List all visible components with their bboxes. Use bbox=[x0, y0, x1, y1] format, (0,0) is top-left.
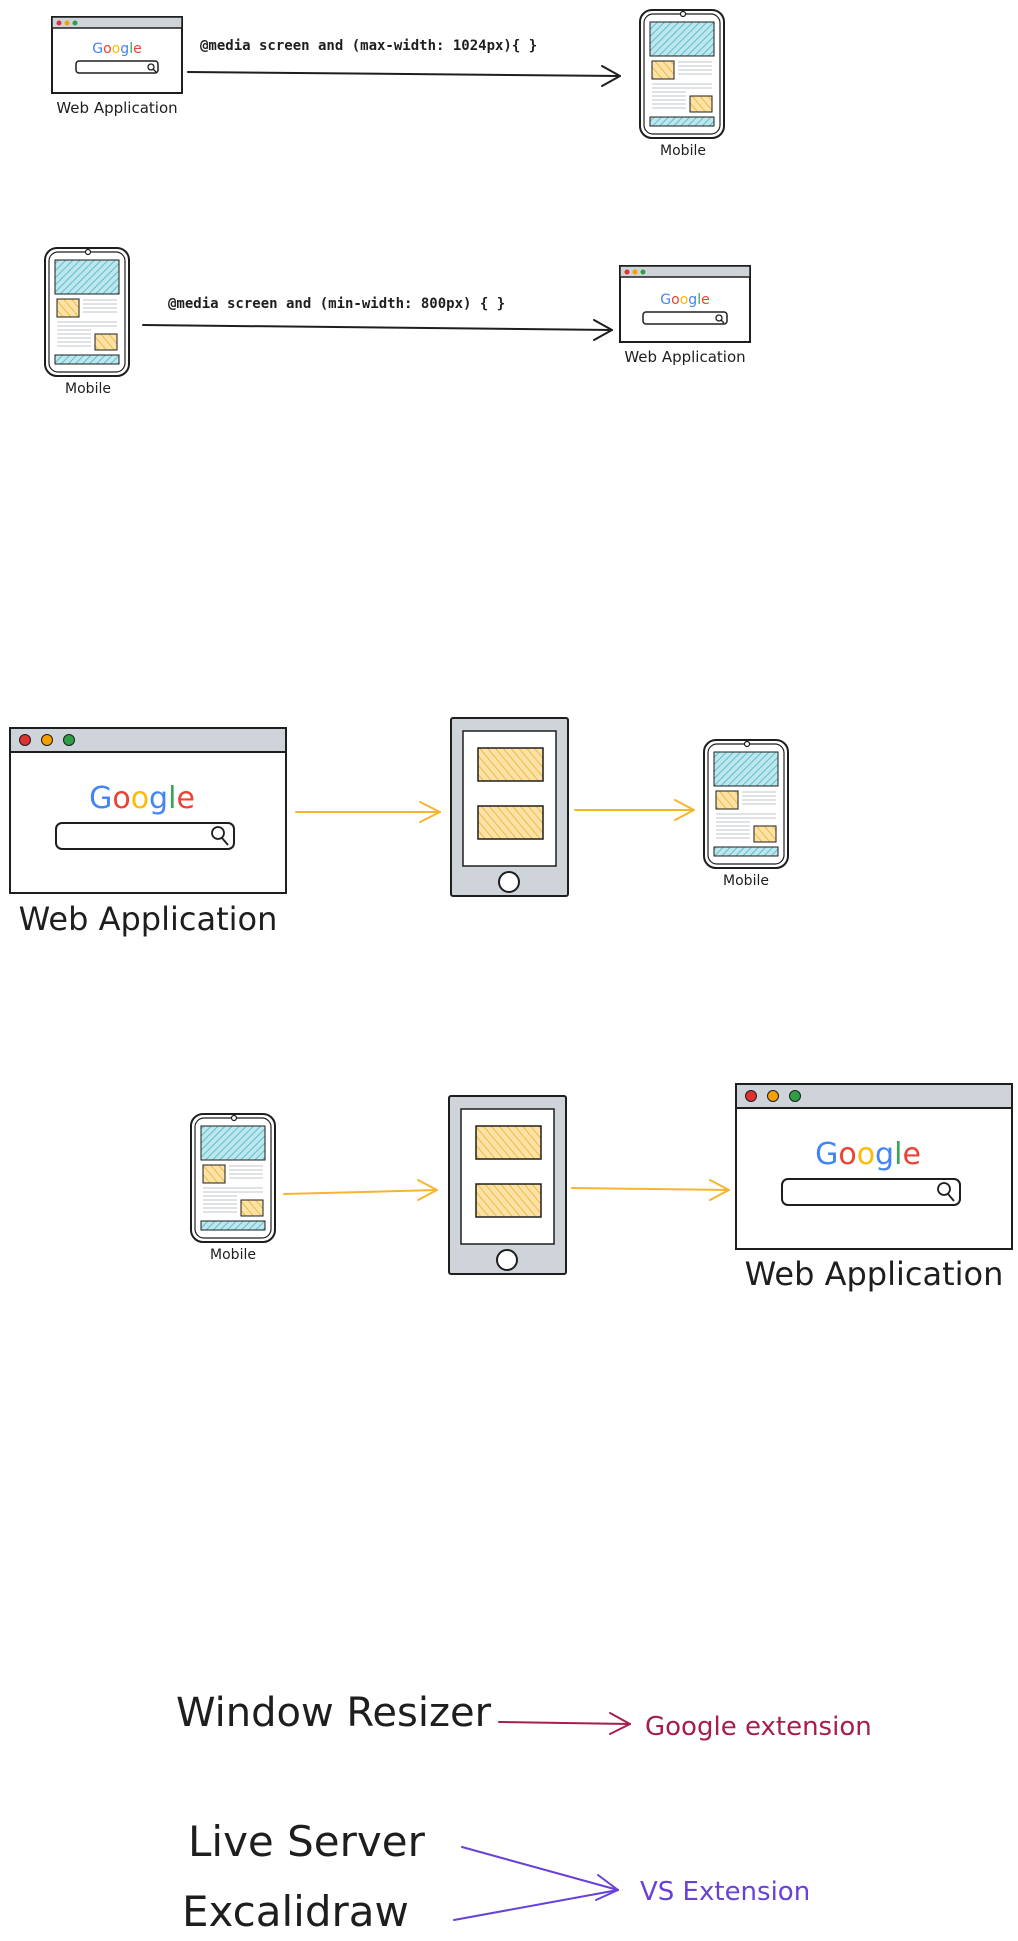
browser-window-small-1: Google bbox=[51, 16, 183, 94]
web-application-label-large: Web Application bbox=[745, 1255, 1004, 1293]
google-logo-letter: o bbox=[857, 1137, 875, 1172]
live-server-label: Live Server bbox=[188, 1817, 426, 1866]
google-logo: Google bbox=[92, 41, 141, 57]
vs-extension-label: VS Extension bbox=[640, 1877, 810, 1907]
arrow-desktop-to-mobile bbox=[187, 65, 621, 87]
arrow-resizer-to-google bbox=[498, 1712, 631, 1735]
browser-window-small-2: Google bbox=[619, 265, 751, 343]
arrow-mobile-to-desktop bbox=[142, 319, 613, 341]
web-application-label: Web Application bbox=[624, 348, 745, 366]
google-logo-letter: G bbox=[815, 1137, 838, 1172]
arrow-tablet-to-mobile bbox=[574, 799, 695, 821]
google-logo-letter: g bbox=[875, 1137, 894, 1172]
google-logo: Google bbox=[815, 1137, 921, 1172]
google-logo-letter: o bbox=[680, 292, 689, 308]
home-button-icon bbox=[496, 1249, 518, 1271]
google-logo-letter: o bbox=[838, 1137, 856, 1172]
google-extension-label: Google extension bbox=[645, 1712, 872, 1742]
excalidraw-label: Excalidraw bbox=[182, 1887, 409, 1936]
google-logo-letter: G bbox=[92, 41, 103, 57]
search-icon bbox=[715, 314, 725, 324]
tablet-device-2 bbox=[448, 1095, 567, 1275]
google-logo-letter: G bbox=[660, 292, 671, 308]
mobile-label: Mobile bbox=[660, 143, 706, 159]
close-dot-icon bbox=[745, 1090, 757, 1102]
close-dot-icon bbox=[19, 734, 31, 746]
google-logo-letter: o bbox=[103, 41, 112, 57]
google-logo-letter: o bbox=[131, 781, 149, 816]
media-min-width-code: @media screen and (min-width: 800px) { } bbox=[168, 296, 505, 312]
google-logo-letter: g bbox=[149, 781, 168, 816]
mobile-phone-2 bbox=[44, 247, 130, 377]
web-application-label: Web Application bbox=[56, 99, 177, 117]
google-logo-letter: g bbox=[120, 41, 129, 57]
minimize-dot-icon bbox=[632, 269, 638, 275]
google-logo-letter: l bbox=[168, 781, 176, 816]
minimize-dot-icon bbox=[64, 20, 70, 26]
home-button-icon bbox=[498, 871, 520, 893]
browser-window-large-2: Google bbox=[735, 1083, 1013, 1250]
google-logo-letter: e bbox=[701, 292, 710, 308]
tablet-device-1 bbox=[450, 717, 569, 897]
mobile-label: Mobile bbox=[65, 381, 111, 397]
google-logo-letter: e bbox=[176, 781, 194, 816]
google-logo-letter: o bbox=[112, 781, 130, 816]
arrow-tools-to-vs bbox=[453, 1846, 619, 1921]
google-logo-letter: l bbox=[129, 41, 133, 57]
window-resizer-label: Window Resizer bbox=[176, 1690, 492, 1736]
search-icon bbox=[211, 826, 229, 846]
browser-window-large-1: Google bbox=[9, 727, 287, 894]
google-logo-letter: e bbox=[902, 1137, 920, 1172]
maximize-dot-icon bbox=[789, 1090, 801, 1102]
web-application-label-large: Web Application bbox=[19, 900, 278, 938]
google-logo-letter: o bbox=[112, 41, 121, 57]
minimize-dot-icon bbox=[41, 734, 53, 746]
close-dot-icon bbox=[624, 269, 630, 275]
google-logo-letter: l bbox=[894, 1137, 902, 1172]
google-logo-letter: l bbox=[697, 292, 701, 308]
mobile-label: Mobile bbox=[210, 1247, 256, 1263]
maximize-dot-icon bbox=[63, 734, 75, 746]
arrow-tablet-to-desktop bbox=[571, 1179, 730, 1201]
mobile-phone-1 bbox=[639, 9, 725, 139]
close-dot-icon bbox=[56, 20, 62, 26]
google-logo-letter: e bbox=[133, 41, 142, 57]
arrow-desktop-to-tablet bbox=[295, 801, 441, 823]
mobile-phone-4 bbox=[190, 1113, 276, 1243]
google-logo-letter: G bbox=[89, 781, 112, 816]
google-logo-letter: g bbox=[688, 292, 697, 308]
mobile-label: Mobile bbox=[723, 873, 769, 889]
google-logo: Google bbox=[660, 292, 709, 308]
arrow-mobile-to-tablet bbox=[283, 1179, 438, 1201]
google-logo-letter: o bbox=[671, 292, 680, 308]
google-logo: Google bbox=[89, 781, 195, 816]
minimize-dot-icon bbox=[767, 1090, 779, 1102]
maximize-dot-icon bbox=[72, 20, 78, 26]
search-icon bbox=[937, 1182, 955, 1202]
search-icon bbox=[147, 63, 157, 73]
mobile-phone-3 bbox=[703, 739, 789, 869]
maximize-dot-icon bbox=[640, 269, 646, 275]
media-max-width-code: @media screen and (max-width: 1024px){ } bbox=[200, 38, 537, 54]
